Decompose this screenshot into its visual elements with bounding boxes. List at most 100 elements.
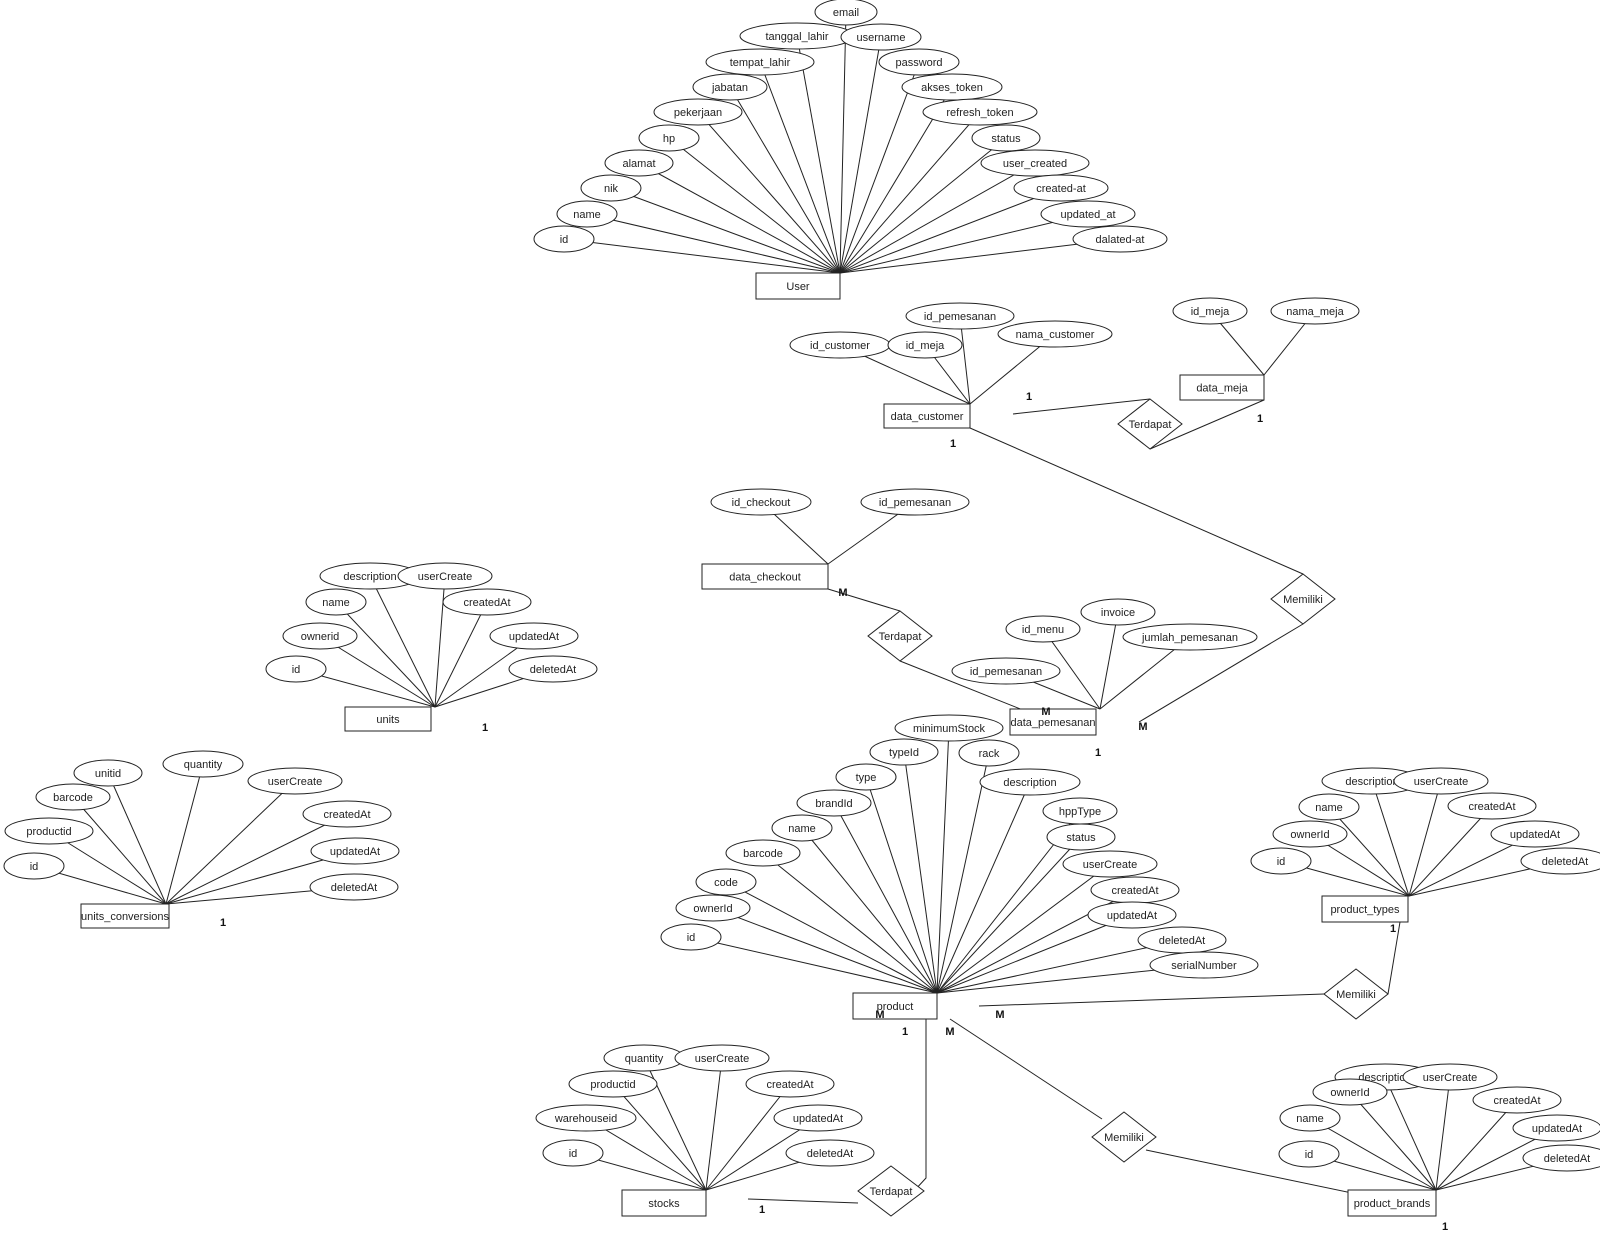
attribute-connector [434,601,488,708]
attribute-label: id [687,932,696,944]
attribute-id: id [3,852,65,880]
attribute-label: nik [604,183,619,195]
attribute-nik: nik [580,174,642,202]
diagram-shapes: email tanggal_lahir username tempat_lahir pa… [3,0,1600,1233]
attribute-code: code [695,868,757,896]
attribute-label: id_checkout [732,497,791,509]
attribute-connector [668,137,841,274]
attribute-label: refresh_token [946,107,1013,119]
attribute-createdat: createdAt [1447,792,1537,820]
relationship-label: Memiliki [1104,1132,1144,1144]
relationship-connector [827,588,901,612]
attribute-alamat: alamat [604,149,674,177]
attribute-quantity: quantity [162,750,244,778]
attribute-label: userCreate [1423,1072,1477,1084]
relationship-connector [1138,623,1304,723]
attribute-connector [1371,780,1410,897]
attribute-label: createdAt [1493,1095,1540,1107]
attribute-connector [610,187,841,274]
attribute-deletedat: deletedAt [1522,1144,1600,1172]
attribute-label: brandId [815,798,852,810]
attribute-label: updatedAt [1510,829,1560,841]
attribute-label: updatedAt [1107,910,1157,922]
attribute-connector [833,802,938,994]
attribute-password: password [878,48,960,76]
attribute-username: username [840,23,922,51]
attribute-label: id_pemesanan [970,666,1042,678]
attribute-label: warehouseid [554,1113,617,1125]
attribute-connector [839,187,1062,274]
attribute-label: name [322,597,350,609]
attribute-label: updated_at [1060,209,1115,221]
attribute-label: description [1003,777,1056,789]
attribute-connector [434,575,446,708]
attribute-name: name [1298,793,1360,821]
relationship-connector [969,427,1304,575]
attribute-label: id [560,234,569,246]
attribute-id-menu: id_menu [1005,615,1081,643]
relationship-terdapat-meja: Terdapat [1117,398,1183,450]
attribute-tempat-lahir: tempat_lahir [705,48,815,76]
attribute-usercreate: userCreate [397,562,493,590]
attribute-label: type [856,772,877,784]
entity-data-pemesanan: data_pemesanan [1009,708,1097,736]
attribute-label: ownerId [693,903,732,915]
attribute-connector [839,238,1121,274]
attribute-label: quantity [184,759,223,771]
attribute-email: email [814,0,878,26]
attribute-label: deletedAt [807,1148,853,1160]
attribute-label: username [857,32,906,44]
entity-data-checkout: data_checkout [701,563,829,590]
attribute-label: name [1315,802,1343,814]
attribute-label: deletedAt [1544,1153,1590,1165]
relationship-connector [1012,398,1151,415]
attribute-label: email [833,7,859,19]
cardinality-checkout-side: M [838,587,847,599]
attribute-deletedat: deletedAt [785,1139,875,1167]
entity-label: data_checkout [729,572,801,584]
attribute-usercreate: userCreate [1402,1063,1498,1091]
attribute-quantity: quantity [603,1044,685,1072]
attribute-connector [936,939,1183,994]
attribute-label: productid [26,826,71,838]
attribute-connector [1042,628,1101,710]
attribute-updatedat: updatedAt [489,622,579,650]
attribute-id-checkout: id_checkout [710,488,812,516]
attribute-typeid: typeId [869,738,939,766]
attribute-label: jumlah_pemesanan [1141,632,1238,644]
attribute-id-pemesanan: id_pemesanan [860,488,970,516]
relationship-label: Terdapat [1129,419,1172,431]
cardinality-product-types-side: 1 [1390,923,1396,935]
attribute-id: id [1278,1140,1340,1168]
attribute-connector [865,776,938,994]
relationship-connector [1387,921,1401,995]
attribute-label: serialNumber [1171,960,1237,972]
attribute-label: unitid [95,768,121,780]
attribute-label: id [292,664,301,676]
attribute-label: tanggal_lahir [766,31,829,43]
attribute-id-pemesanan: id_pemesanan [951,657,1061,685]
attribute-connector [107,772,167,905]
attribute-label: minimumStock [913,723,986,735]
attribute-label: updatedAt [793,1113,843,1125]
attribute-label: description [343,571,396,583]
attribute-label: id [1277,856,1286,868]
cardinality-units-conversions-side: 1 [220,917,226,929]
attribute-label: barcode [743,848,783,860]
attribute-connector [839,36,882,274]
attribute-hp: hp [638,124,700,152]
attribute-connector [936,863,1111,994]
entity-label: product_brands [1354,1198,1431,1210]
relationship-label: Memiliki [1336,989,1376,1001]
attribute-deletedat: deletedAt [309,873,399,901]
attribute-connector [839,111,981,274]
attribute-connector [1435,1099,1518,1191]
attribute-connector [638,162,841,274]
attribute-ownerid: ownerId [1272,820,1348,848]
attribute-connector [725,881,938,994]
relationship-connector [1149,399,1265,450]
attribute-connector [936,836,1082,994]
relationship-connector [949,1018,1103,1120]
attribute-refresh-token: refresh_token [922,98,1038,126]
